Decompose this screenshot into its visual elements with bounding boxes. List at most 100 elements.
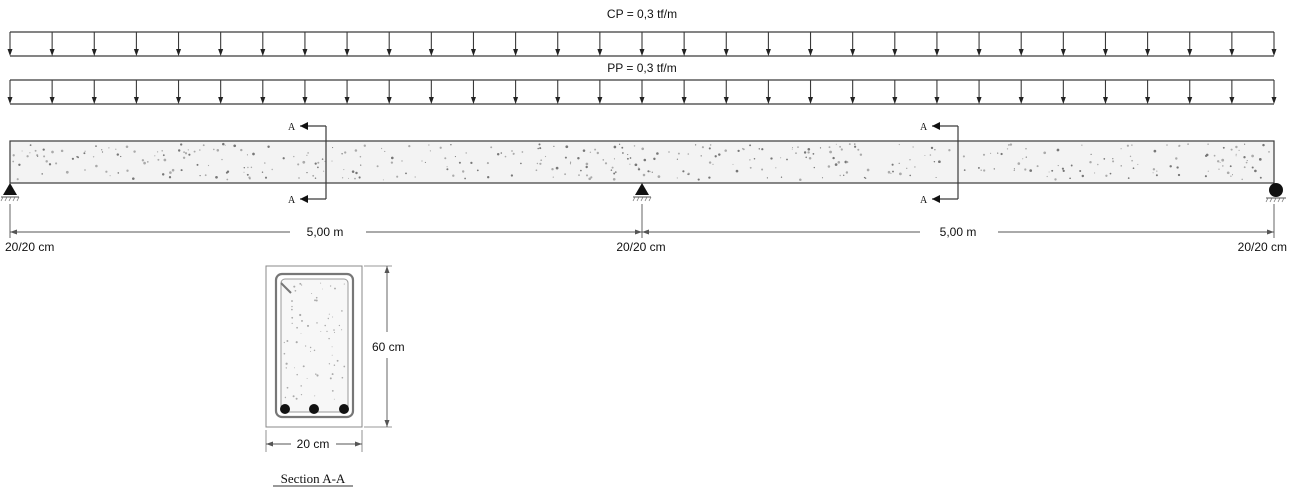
aggregate-dot: [1155, 174, 1158, 177]
aggregate-dot: [864, 177, 867, 179]
load-arrow-icon: [1229, 32, 1235, 56]
aggregate-dot: [1187, 143, 1189, 145]
load-arrow-icon: [1060, 80, 1066, 104]
aggregate-dot: [285, 367, 287, 369]
aggregate-dot: [552, 176, 554, 178]
aggregate-dot: [333, 398, 335, 400]
aggregate-dot: [199, 174, 201, 177]
aggregate-dot: [43, 155, 46, 158]
aggregate-dot: [626, 157, 629, 160]
aggregate-dot: [143, 161, 146, 165]
aggregate-dot: [642, 173, 646, 177]
aggregate-dot: [396, 175, 399, 178]
pin-support-icon: [3, 183, 17, 195]
aggregate-dot: [982, 153, 986, 156]
aggregate-dot: [333, 329, 335, 331]
aggregate-dot: [328, 337, 330, 340]
aggregate-dot: [354, 149, 358, 152]
aggregate-dot: [224, 144, 226, 146]
aggregate-dot: [163, 158, 167, 162]
aggregate-dot: [323, 170, 325, 172]
aggregate-dot: [162, 154, 165, 157]
aggregate-dot: [1025, 147, 1027, 150]
aggregate-dot: [829, 150, 832, 154]
arrow-left-icon: [932, 122, 940, 130]
aggregate-dot: [1204, 154, 1208, 158]
ground-hatch: [1265, 197, 1285, 203]
aggregate-dot: [180, 169, 183, 172]
aggregate-dot: [859, 153, 863, 156]
aggregate-dot: [1056, 148, 1060, 152]
aggregate-dot: [933, 160, 936, 163]
aggregate-dot: [125, 145, 129, 148]
aggregate-dot: [314, 177, 317, 179]
section-width-label: 20 cm: [297, 437, 330, 451]
load-arrow-icon: [1187, 80, 1193, 104]
aggregate-dot: [36, 155, 39, 157]
aggregate-dot: [487, 176, 490, 179]
load-arrow-icon: [555, 32, 561, 56]
load-arrow-icon: [808, 80, 814, 104]
aggregate-dot: [799, 178, 802, 181]
aggregate-dot: [146, 161, 149, 163]
aggregate-dot: [360, 164, 362, 166]
aggregate-dot: [226, 178, 229, 181]
aggregate-dot: [1235, 155, 1237, 157]
aggregate-dot: [1129, 155, 1132, 158]
aggregate-dot: [898, 143, 900, 146]
aggregate-dot: [977, 166, 980, 169]
support-middle-pinned: [632, 183, 652, 202]
aggregate-dot: [1230, 148, 1233, 151]
aggregate-dot: [627, 154, 629, 156]
aggregate-dot: [117, 172, 120, 174]
aggregate-dot: [421, 160, 423, 162]
aggregate-dot: [322, 288, 323, 290]
aggregate-dot: [934, 149, 936, 151]
aggregate-dot: [718, 153, 721, 156]
aggregate-dot: [359, 155, 362, 158]
aggregate-dot: [332, 147, 334, 149]
aggregate-dot: [283, 341, 285, 344]
aggregate-dot: [914, 166, 916, 168]
rebar-circle: [309, 404, 319, 414]
aggregate-dot: [594, 148, 597, 151]
aggregate-dot: [842, 174, 845, 177]
load-arrow-icon: [386, 32, 392, 56]
aggregate-dot: [1244, 143, 1246, 145]
aggregate-dot: [848, 143, 851, 146]
aggregate-dot: [1219, 161, 1221, 164]
aggregate-dot: [271, 168, 273, 171]
aggregate-dot: [749, 144, 752, 147]
aggregate-dot: [1036, 165, 1039, 168]
aggregate-dot: [912, 146, 914, 148]
arrow-right-icon: [355, 441, 362, 447]
aggregate-dot: [315, 299, 318, 302]
load-arrow-icon: [1145, 80, 1151, 104]
arrow-left-icon: [300, 122, 308, 130]
aggregate-dot: [29, 144, 32, 146]
aggregate-dot: [316, 374, 319, 377]
load-arrow-icon: [470, 32, 476, 56]
aggregate-dot: [21, 150, 23, 152]
arrow-up-icon: [384, 266, 390, 273]
aggregate-dot: [1156, 170, 1158, 172]
aggregate-dot: [324, 324, 327, 327]
aggregate-dot: [446, 166, 448, 168]
aggregate-dot: [302, 160, 306, 164]
aggregate-dot: [930, 146, 934, 150]
aggregate-dot: [1204, 175, 1207, 178]
aggregate-dot: [761, 168, 764, 171]
load-arrow-icon: [176, 80, 182, 104]
aggregate-dot: [302, 365, 305, 368]
support-right-roller: [1265, 183, 1286, 203]
aggregate-dot: [611, 166, 614, 169]
aggregate-dot: [602, 159, 605, 161]
ground-hatch: [0, 196, 20, 202]
load-arrow-icon: [1102, 32, 1108, 56]
aggregate-dot: [324, 160, 326, 162]
aggregate-dot: [120, 155, 122, 158]
aggregate-dot: [461, 170, 465, 173]
aggregate-dot: [282, 157, 285, 160]
load-arrow-icon: [133, 80, 139, 104]
